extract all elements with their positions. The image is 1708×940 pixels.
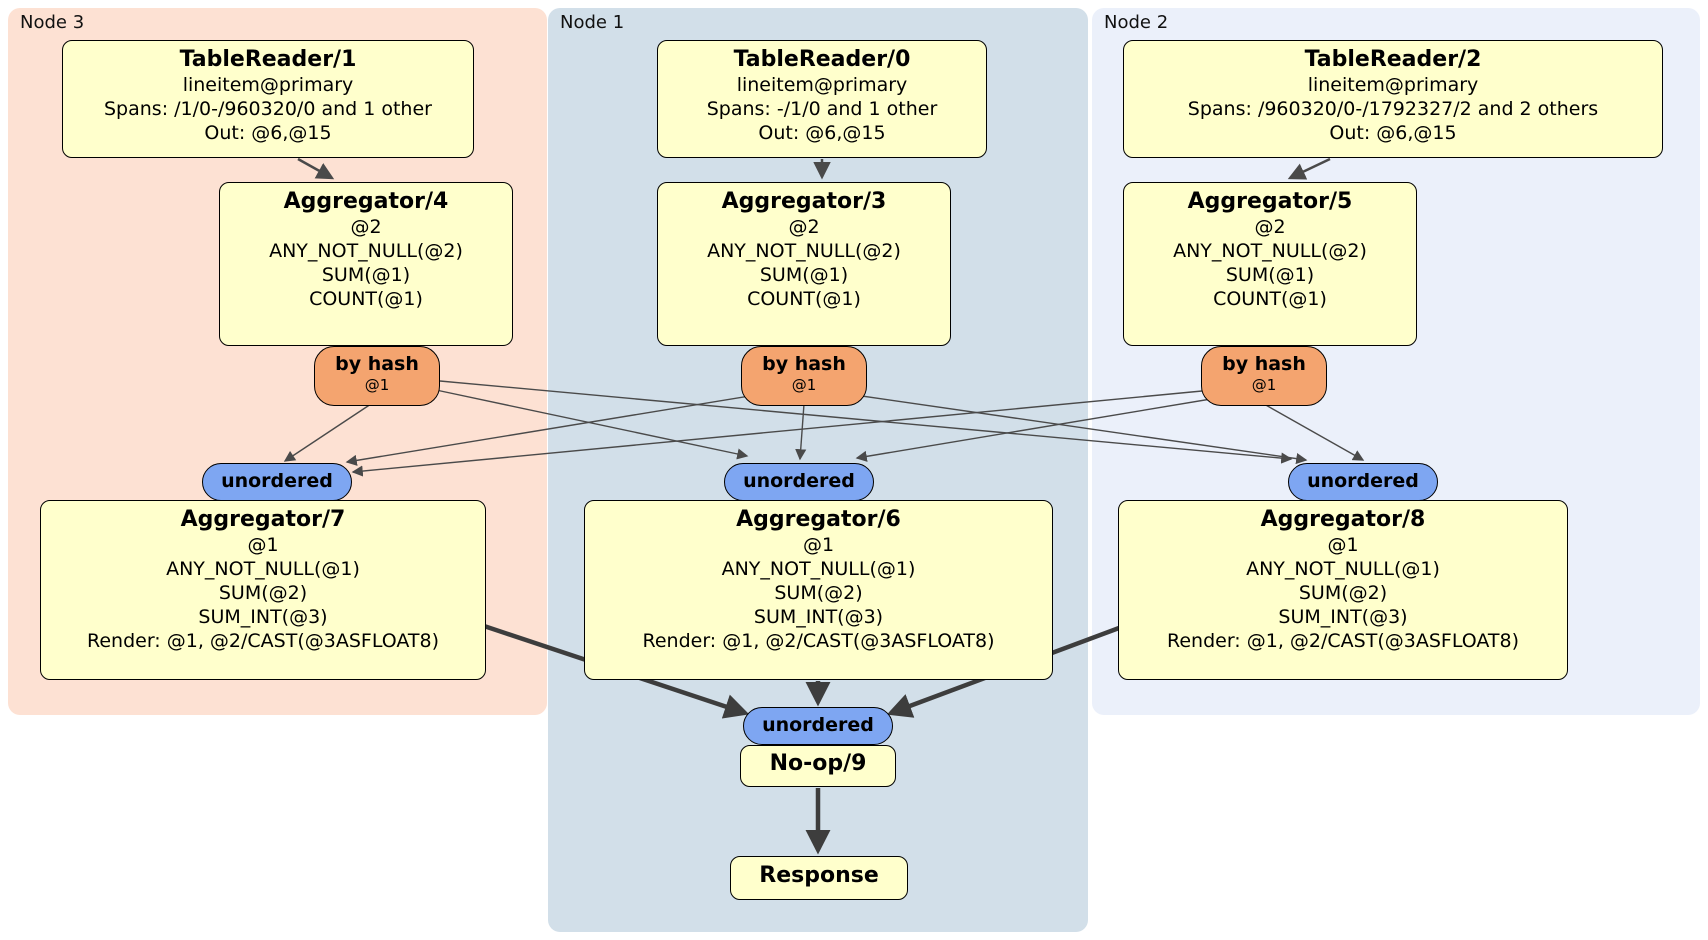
processor-line: @1 [1327,534,1359,556]
processor-title: Aggregator/6 [736,507,901,532]
processor-line: Render: @1, @2/CAST(@3ASFLOAT8) [87,630,439,652]
stream-unordered-6: unordered [724,463,874,501]
processor-line: COUNT(@1) [1213,288,1327,310]
processor-title: Aggregator/8 [1260,507,1426,532]
processor-title: TableReader/1 [179,47,357,72]
processor-line: ANY_NOT_NULL(@2) [269,240,463,262]
processor-line: Out: @6,@15 [1329,122,1457,144]
region-label-node1: Node 1 [560,12,625,33]
processor-aggregator-8: Aggregator/8 @1 ANY_NOT_NULL(@1) SUM(@2)… [1118,500,1568,680]
stream-unordered-7: unordered [202,463,352,501]
processor-line: ANY_NOT_NULL(@1) [1246,558,1440,580]
processor-tablereader-0: TableReader/0 lineitem@primary Spans: -/… [657,40,987,158]
processor-line: SUM(@2) [218,582,308,604]
processor-title: No-op/9 [769,751,867,776]
processor-line: @2 [1254,216,1286,238]
processor-line: SUM(@2) [774,582,863,604]
processor-line: SUM(@1) [321,264,411,286]
processor-title: Response [759,863,879,888]
processor-line: Out: @6,@15 [758,122,886,144]
router-by-hash-3: by hash @1 [741,346,867,406]
processor-aggregator-7: Aggregator/7 @1 ANY_NOT_NULL(@1) SUM(@2)… [40,500,486,680]
stream-unordered-final: unordered [743,707,893,745]
processor-line: @2 [350,216,382,238]
processor-line: lineitem@primary [736,74,908,96]
processor-line: lineitem@primary [182,74,354,96]
router-key: @1 [791,376,817,394]
processor-line: Render: @1, @2/CAST(@3ASFLOAT8) [1167,630,1519,652]
processor-title: Aggregator/3 [721,189,887,214]
processor-line: Spans: /960320/0-/1792327/2 and 2 others [1187,98,1599,120]
router-label: by hash [335,353,419,375]
processor-tablereader-1: TableReader/1 lineitem@primary Spans: /1… [62,40,474,158]
processor-tablereader-2: TableReader/2 lineitem@primary Spans: /9… [1123,40,1663,158]
region-label-node2: Node 2 [1104,12,1169,33]
processor-line: COUNT(@1) [309,288,423,310]
processor-line: SUM_INT(@3) [753,606,884,628]
processor-aggregator-5: Aggregator/5 @2 ANY_NOT_NULL(@2) SUM(@1)… [1123,182,1417,346]
processor-line: SUM(@1) [759,264,849,286]
processor-line: SUM_INT(@3) [198,606,328,628]
processor-aggregator-4: Aggregator/4 @2 ANY_NOT_NULL(@2) SUM(@1)… [219,182,513,346]
processor-line: @1 [802,534,835,556]
router-by-hash-4: by hash @1 [314,346,440,406]
processor-title: Aggregator/5 [1187,189,1353,214]
processor-line: ANY_NOT_NULL(@1) [721,558,916,580]
processor-line: ANY_NOT_NULL(@1) [166,558,360,580]
processor-line: ANY_NOT_NULL(@2) [707,240,901,262]
processor-line: @1 [247,534,279,556]
processor-line: Spans: -/1/0 and 1 other [706,98,938,120]
processor-line: SUM(@2) [1298,582,1388,604]
processor-aggregator-6: Aggregator/6 @1 ANY_NOT_NULL(@1) SUM(@2)… [584,500,1053,680]
router-label: by hash [762,353,846,375]
processor-title: TableReader/0 [733,47,911,72]
stream-unordered-8: unordered [1288,463,1438,501]
processor-title: TableReader/2 [1304,47,1482,72]
processor-noop-9: No-op/9 [740,745,896,787]
region-label-node3: Node 3 [20,12,85,33]
processor-line: Out: @6,@15 [204,122,332,144]
processor-line: COUNT(@1) [747,288,861,310]
processor-line: SUM(@1) [1225,264,1315,286]
processor-line: Spans: /1/0-/960320/0 and 1 other [104,98,432,120]
processor-title: Aggregator/7 [180,507,346,532]
router-label: by hash [1222,353,1306,375]
processor-line: Render: @1, @2/CAST(@3ASFLOAT8) [642,630,995,652]
processor-aggregator-3: Aggregator/3 @2 ANY_NOT_NULL(@2) SUM(@1)… [657,182,951,346]
processor-title: Aggregator/4 [283,189,449,214]
processor-line: ANY_NOT_NULL(@2) [1173,240,1367,262]
processor-response: Response [730,856,908,900]
processor-line: @2 [788,216,820,238]
router-key: @1 [364,376,390,394]
processor-line: lineitem@primary [1307,74,1479,96]
processor-line: SUM_INT(@3) [1278,606,1408,628]
router-key: @1 [1251,376,1277,394]
router-by-hash-5: by hash @1 [1201,346,1327,406]
